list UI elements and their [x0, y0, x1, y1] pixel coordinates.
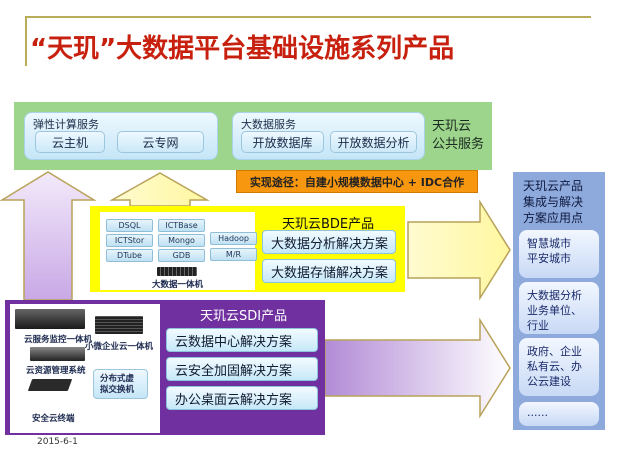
open-database-button[interactable]: 开放数据库 [241, 131, 324, 153]
bigdata-storage-solution[interactable]: 大数据存储解决方案 [262, 259, 396, 283]
tag-mongo: Mongo [158, 234, 205, 247]
purple-right-arrow [324, 317, 511, 419]
tag-hadoop: Hadoop [210, 232, 257, 245]
tag-ictstor: ICTStor [106, 234, 153, 247]
yellow-up-arrow [109, 172, 210, 207]
slide-date: 2015-6-1 [37, 437, 78, 447]
bigdata-analysis-solution[interactable]: 大数据分析解决方案 [262, 230, 396, 254]
tag-ictbase: ICTBase [158, 219, 205, 232]
header-line: 天玑云产品 [523, 179, 584, 193]
tag-dsql: DSQL [106, 219, 153, 232]
name-line: 公共服务 [432, 137, 485, 152]
yellow-right-arrow [407, 199, 511, 301]
item-line: 大数据分析 [527, 289, 582, 302]
device-label: 小微企业云一体机 [85, 342, 154, 352]
bde-title: 天玑云BDE产品 [282, 217, 375, 232]
cloud-private-network-button[interactable]: 云专网 [117, 131, 204, 153]
device-label: 大数据一体机 [152, 280, 204, 290]
bigdata-appliance-image [157, 267, 197, 276]
tag-mr: M/R [210, 248, 257, 261]
item-line: ...... [527, 406, 548, 419]
item-line: 政府、企业 [527, 345, 582, 358]
secure-terminal-image [27, 379, 73, 391]
cloud-datacenter-solution[interactable]: 云数据中心解决方案 [166, 328, 318, 352]
item-line: 智慧城市 [527, 237, 571, 250]
elastic-computing-group: 弹性计算服务 云主机 云专网 [24, 112, 218, 160]
tag-gdb: GDB [158, 249, 205, 262]
item-line: 私有云、办 [527, 360, 582, 373]
application-item-bigdata[interactable]: 大数据分析 业务单位、 行业 [519, 282, 599, 334]
page-title: “天玑”大数据平台基础设施系列产品 [30, 34, 455, 64]
sdi-devices: 云服务监控一体机 小微企业云一体机 云资源管理系统 分布式虚拟交换机 安全云终端 [10, 304, 160, 433]
smb-cloud-appliance-image [95, 316, 143, 334]
name-line: 天玑云 [432, 119, 472, 134]
bde-components: DSQL ICTBase ICTStor Mongo Hadoop DTube … [100, 212, 257, 290]
group-label: 弹性计算服务 [33, 118, 99, 131]
implementation-callout: 实现途径：自建小规模数据中心 + IDC合作 [236, 170, 478, 193]
bigdata-service-group: 大数据服务 开放数据库 开放数据分析 [232, 112, 425, 160]
tag-dtube: DTube [106, 249, 153, 262]
device-label: 安全云终端 [32, 414, 75, 424]
desktop-cloud-solution[interactable]: 办公桌面云解决方案 [166, 386, 318, 410]
device-label: 云服务监控一体机 [24, 335, 93, 345]
left-rule [25, 16, 27, 66]
open-data-analysis-button[interactable]: 开放数据分析 [330, 131, 417, 153]
application-item-more[interactable]: ...... [519, 402, 599, 426]
application-header: 天玑云产品 集成与解决 方案应用点 [523, 178, 583, 226]
monitor-appliance-image [15, 309, 85, 329]
header-line: 集成与解决 [523, 195, 584, 209]
group-label: 大数据服务 [241, 118, 296, 131]
item-line: 平安城市 [527, 252, 571, 265]
top-rule [25, 16, 591, 18]
cloud-security-solution[interactable]: 云安全加固解决方案 [166, 357, 318, 381]
item-line: 公云建设 [527, 375, 571, 388]
device-label: 云资源管理系统 [26, 366, 86, 376]
application-item-smart-city[interactable]: 智慧城市 平安城市 [519, 230, 599, 278]
item-line: 业务单位、 [527, 304, 582, 317]
application-points-panel: 天玑云产品 集成与解决 方案应用点 智慧城市 平安城市 大数据分析 业务单位、 … [513, 172, 605, 430]
header-line: 方案应用点 [523, 211, 584, 225]
cloud-host-button[interactable]: 云主机 [35, 131, 105, 153]
public-service-panel: 弹性计算服务 云主机 云专网 大数据服务 开放数据库 开放数据分析 [14, 102, 492, 170]
purple-up-arrow [0, 171, 97, 301]
sdi-title: 天玑云SDI产品 [200, 309, 288, 324]
application-item-government[interactable]: 政府、企业 私有云、办 公云建设 [519, 338, 599, 396]
item-line: 行业 [527, 319, 549, 332]
distributed-virtual-switch: 分布式虚拟交换机 [93, 369, 148, 399]
public-service-name: 天玑云 公共服务 [432, 118, 484, 154]
resource-management-image [30, 347, 85, 361]
